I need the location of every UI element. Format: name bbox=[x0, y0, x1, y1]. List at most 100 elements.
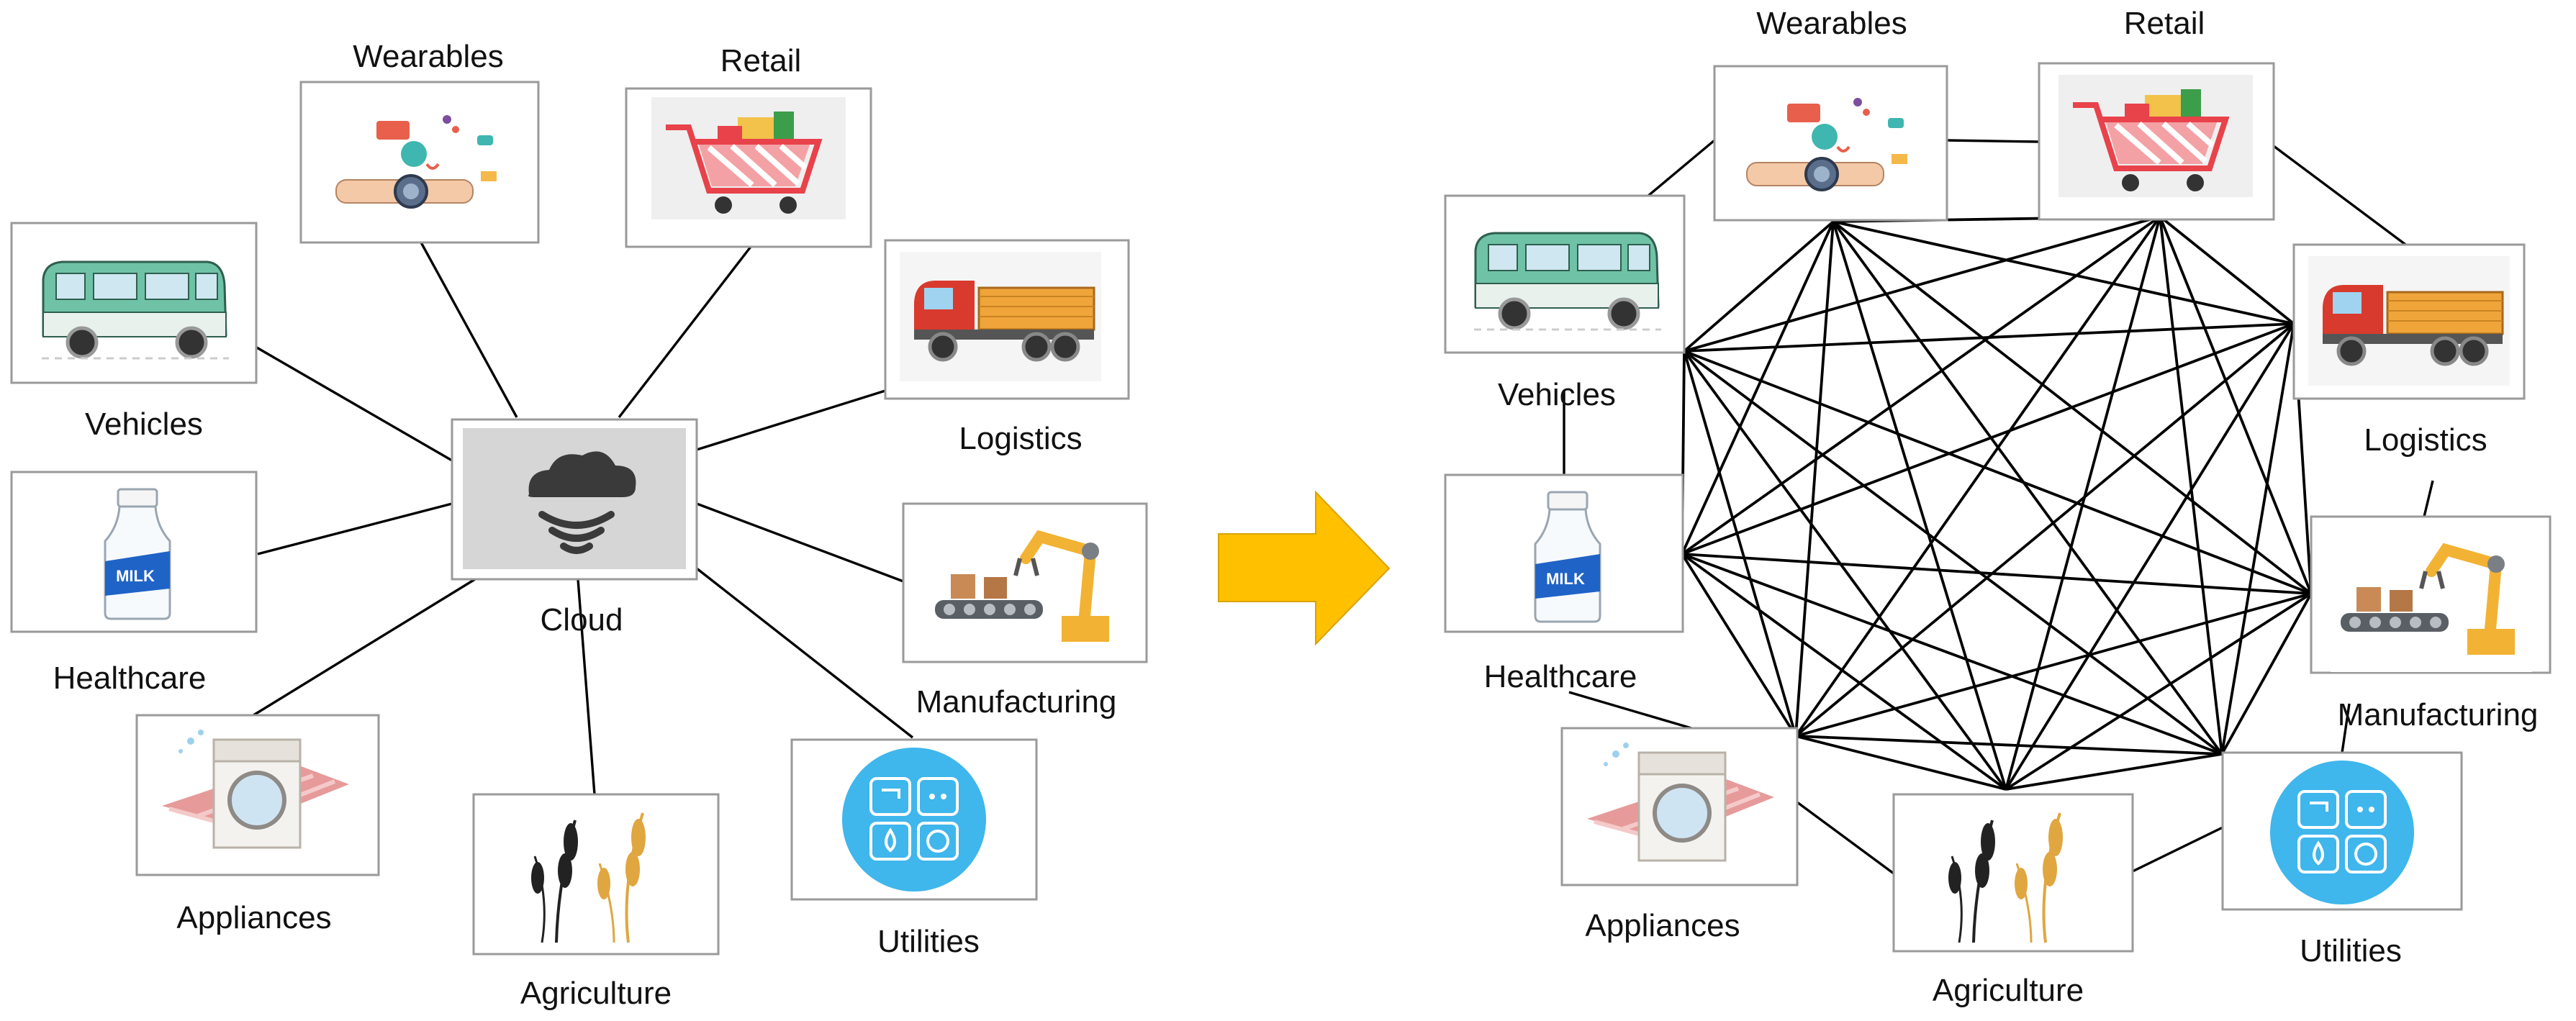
washing-machine-icon bbox=[1573, 732, 1789, 884]
mesh-edge bbox=[1681, 221, 1835, 555]
van-icon bbox=[1460, 206, 1668, 342]
mesh-node-logistics: Logistics bbox=[2292, 243, 2526, 458]
mesh-edge bbox=[2005, 216, 2161, 790]
truck-icon bbox=[2308, 256, 2510, 386]
ring-edge bbox=[1796, 801, 1895, 875]
mesh-label-utilities: Utilities bbox=[2300, 933, 2402, 968]
mesh-edge bbox=[1794, 215, 2161, 738]
mesh-edge bbox=[1683, 350, 2007, 791]
hub-edges bbox=[253, 242, 914, 795]
right-arrow-icon bbox=[1218, 490, 1391, 646]
washing-machine-icon bbox=[148, 720, 363, 871]
milk-bottle-icon bbox=[39, 475, 229, 629]
mesh-edge bbox=[2220, 323, 2295, 755]
mesh-edge bbox=[1832, 220, 2295, 325]
edge-cloud-appliances bbox=[253, 578, 476, 717]
edge-cloud-wearables bbox=[420, 242, 518, 418]
ring-edge bbox=[2341, 703, 2351, 753]
mesh-edge bbox=[2005, 323, 2295, 790]
mesh-node-retail: Retail bbox=[2038, 6, 2275, 221]
mesh-edge bbox=[2005, 592, 2313, 791]
right-panel: Wearables Retail Vehicles Logistics Heal… bbox=[1444, 6, 2552, 1008]
mesh-node-wearables: Wearables bbox=[1713, 6, 1948, 222]
mesh-label-healthcare: Healthcare bbox=[1484, 659, 1637, 694]
edge-cloud-logistics bbox=[696, 389, 886, 451]
mesh-edge bbox=[1794, 221, 1835, 737]
node-vehicles: Vehicles bbox=[10, 222, 258, 442]
node-label-healthcare: Healthcare bbox=[53, 661, 207, 696]
edge-cloud-vehicles bbox=[255, 345, 453, 462]
van-icon bbox=[27, 235, 236, 371]
shopping-cart-icon bbox=[651, 97, 846, 219]
node-label-agriculture: Agriculture bbox=[520, 976, 672, 1011]
cloud-wireless-icon bbox=[463, 428, 686, 569]
mesh-edge bbox=[1795, 592, 2312, 738]
mesh-node-agriculture: Agriculture bbox=[1892, 793, 2134, 1008]
node-manufacturing: Manufacturing bbox=[902, 504, 1148, 720]
mesh-edge bbox=[1681, 553, 2223, 755]
mesh-edge bbox=[1684, 350, 2312, 595]
mesh-edge bbox=[1681, 553, 2312, 595]
mesh-node-vehicles: Vehicles bbox=[1444, 194, 1686, 412]
utilities-icon bbox=[2236, 755, 2448, 909]
ring-edge bbox=[1946, 139, 2040, 143]
mesh-edge bbox=[1681, 322, 2295, 555]
edge-cloud-retail bbox=[618, 245, 752, 419]
edge-cloud-agriculture bbox=[577, 578, 596, 795]
mesh-edge bbox=[2005, 753, 2223, 791]
ring-edge bbox=[2132, 826, 2223, 873]
wheat-icon bbox=[490, 797, 702, 951]
mesh-edge bbox=[1681, 553, 1797, 738]
mesh-node-appliances: Appliances bbox=[1560, 727, 1799, 943]
hub-label: Cloud bbox=[541, 602, 623, 637]
shopping-cart-icon bbox=[2058, 75, 2253, 197]
mesh-edge bbox=[1681, 553, 2007, 791]
node-label-retail: Retail bbox=[720, 43, 802, 78]
mesh-edge bbox=[1794, 322, 2295, 738]
ring-edge bbox=[2423, 480, 2434, 517]
node-healthcare: Healthcare bbox=[10, 471, 258, 696]
mesh-edge bbox=[1683, 350, 2223, 755]
utilities-icon bbox=[808, 743, 1020, 897]
truck-icon bbox=[900, 252, 1101, 381]
edge-cloud-healthcare bbox=[257, 502, 453, 555]
left-panel: Cloud Wearables Retail Vehicles Logistic… bbox=[10, 39, 1148, 1011]
node-wearables: Wearables bbox=[299, 39, 540, 244]
ring-edge bbox=[2269, 142, 2409, 248]
node-label-vehicles: Vehicles bbox=[85, 407, 203, 442]
mesh-edge bbox=[1681, 215, 2161, 555]
node-appliances: Appliances bbox=[135, 714, 380, 935]
node-label-wearables: Wearables bbox=[353, 39, 504, 74]
ring-edge bbox=[1647, 139, 1716, 197]
mesh-edge bbox=[2159, 216, 2313, 594]
robot-arm-icon bbox=[925, 508, 1126, 659]
mesh-edge bbox=[1795, 735, 2007, 791]
mesh-node-healthcare: Healthcare bbox=[1444, 473, 1684, 694]
mesh-label-vehicles: Vehicles bbox=[1498, 377, 1616, 412]
mesh-edge bbox=[1795, 735, 2223, 755]
mesh-label-manufacturing: Manufacturing bbox=[2338, 697, 2539, 732]
mesh-label-agriculture: Agriculture bbox=[1933, 973, 2084, 1008]
mesh-edge bbox=[1683, 350, 1797, 737]
mesh-edge bbox=[1683, 220, 1835, 353]
mesh-edge bbox=[2159, 215, 2295, 325]
node-retail: Retail bbox=[625, 43, 872, 248]
edge-cloud-utilities bbox=[695, 567, 914, 739]
node-utilities: Utilities bbox=[790, 738, 1038, 959]
milk-bottle-icon bbox=[1469, 478, 1659, 632]
mesh-edge bbox=[1832, 220, 2223, 755]
mesh-label-retail: Retail bbox=[2124, 6, 2205, 41]
mesh-label-appliances: Appliances bbox=[1585, 908, 1740, 943]
node-agriculture: Agriculture bbox=[472, 793, 720, 1011]
hub-cloud: Cloud bbox=[451, 418, 698, 637]
node-label-utilities: Utilities bbox=[877, 924, 980, 959]
robot-arm-icon bbox=[2331, 521, 2532, 672]
mesh-edge bbox=[1832, 221, 2007, 790]
mesh-edge bbox=[1684, 215, 2161, 353]
node-label-manufacturing: Manufacturing bbox=[916, 684, 1117, 720]
node-logistics: Logistics bbox=[884, 239, 1130, 456]
mesh-node-utilities: Utilities bbox=[2221, 751, 2463, 968]
smartwatch-icon bbox=[317, 91, 522, 230]
node-label-appliances: Appliances bbox=[176, 900, 331, 935]
